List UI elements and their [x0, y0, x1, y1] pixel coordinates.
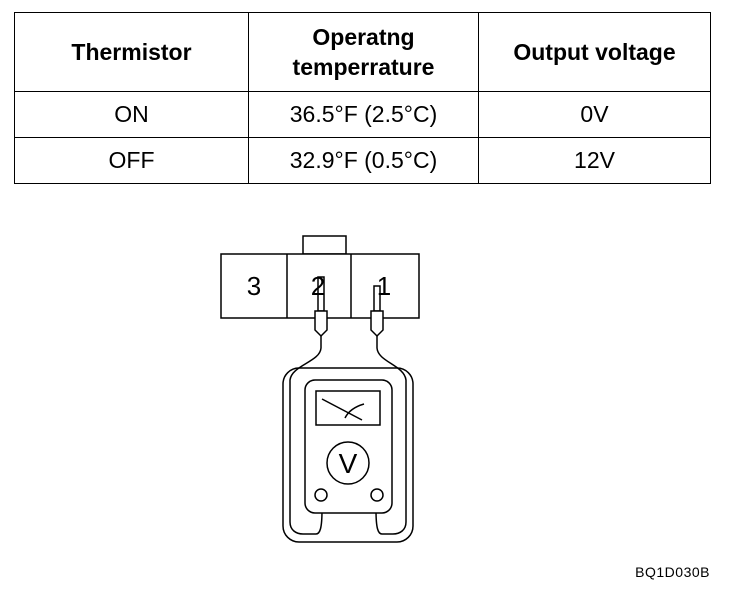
figure-code: BQ1D030B [635, 564, 710, 580]
test-lead-right [375, 347, 407, 535]
voltmeter-terminal-left [314, 488, 328, 502]
cell-thermistor-state: ON [14, 91, 249, 138]
cell-operating-temperature: 36.5°F (2.5°C) [248, 91, 479, 138]
table-row: ON 36.5°F (2.5°C) 0V [14, 91, 711, 138]
cell-thermistor-state: OFF [14, 137, 249, 184]
voltmeter [282, 367, 414, 543]
probe-right [370, 285, 384, 348]
table-header-row: Thermistor Operatng temperrature Output … [14, 12, 711, 92]
header-temperature-line1: Operatng [312, 24, 415, 50]
cell-operating-temperature: 32.9°F (0.5°C) [248, 137, 479, 184]
thermistor-spec-table: Thermistor Operatng temperrature Output … [14, 12, 711, 184]
voltmeter-display [315, 390, 381, 426]
header-temperature-line2: temperrature [292, 54, 435, 80]
connector-pin-label: 1 [377, 271, 391, 301]
table-row: OFF 32.9°F (0.5°C) 12V [14, 137, 711, 184]
voltmeter-body [304, 379, 393, 514]
cell-output-voltage: 12V [478, 137, 711, 184]
voltmeter-terminal-right [370, 488, 384, 502]
voltmeter-outer-case [282, 367, 414, 543]
connector-pin-label: 3 [247, 271, 261, 301]
connector-pin-label: 2 [311, 271, 325, 301]
voltmeter-dial [326, 441, 370, 485]
header-output-voltage: Output voltage [478, 12, 711, 92]
voltmeter-symbol: V [339, 448, 358, 479]
connector-lock-tab [302, 235, 347, 255]
cell-output-voltage: 0V [478, 91, 711, 138]
voltmeter-needle [321, 398, 363, 421]
test-lead-left [289, 347, 323, 535]
header-thermistor: Thermistor [14, 12, 249, 92]
header-operating-temperature: Operatng temperrature [248, 12, 479, 92]
voltmeter-scale-arc [344, 403, 365, 419]
probe-left [314, 276, 328, 348]
